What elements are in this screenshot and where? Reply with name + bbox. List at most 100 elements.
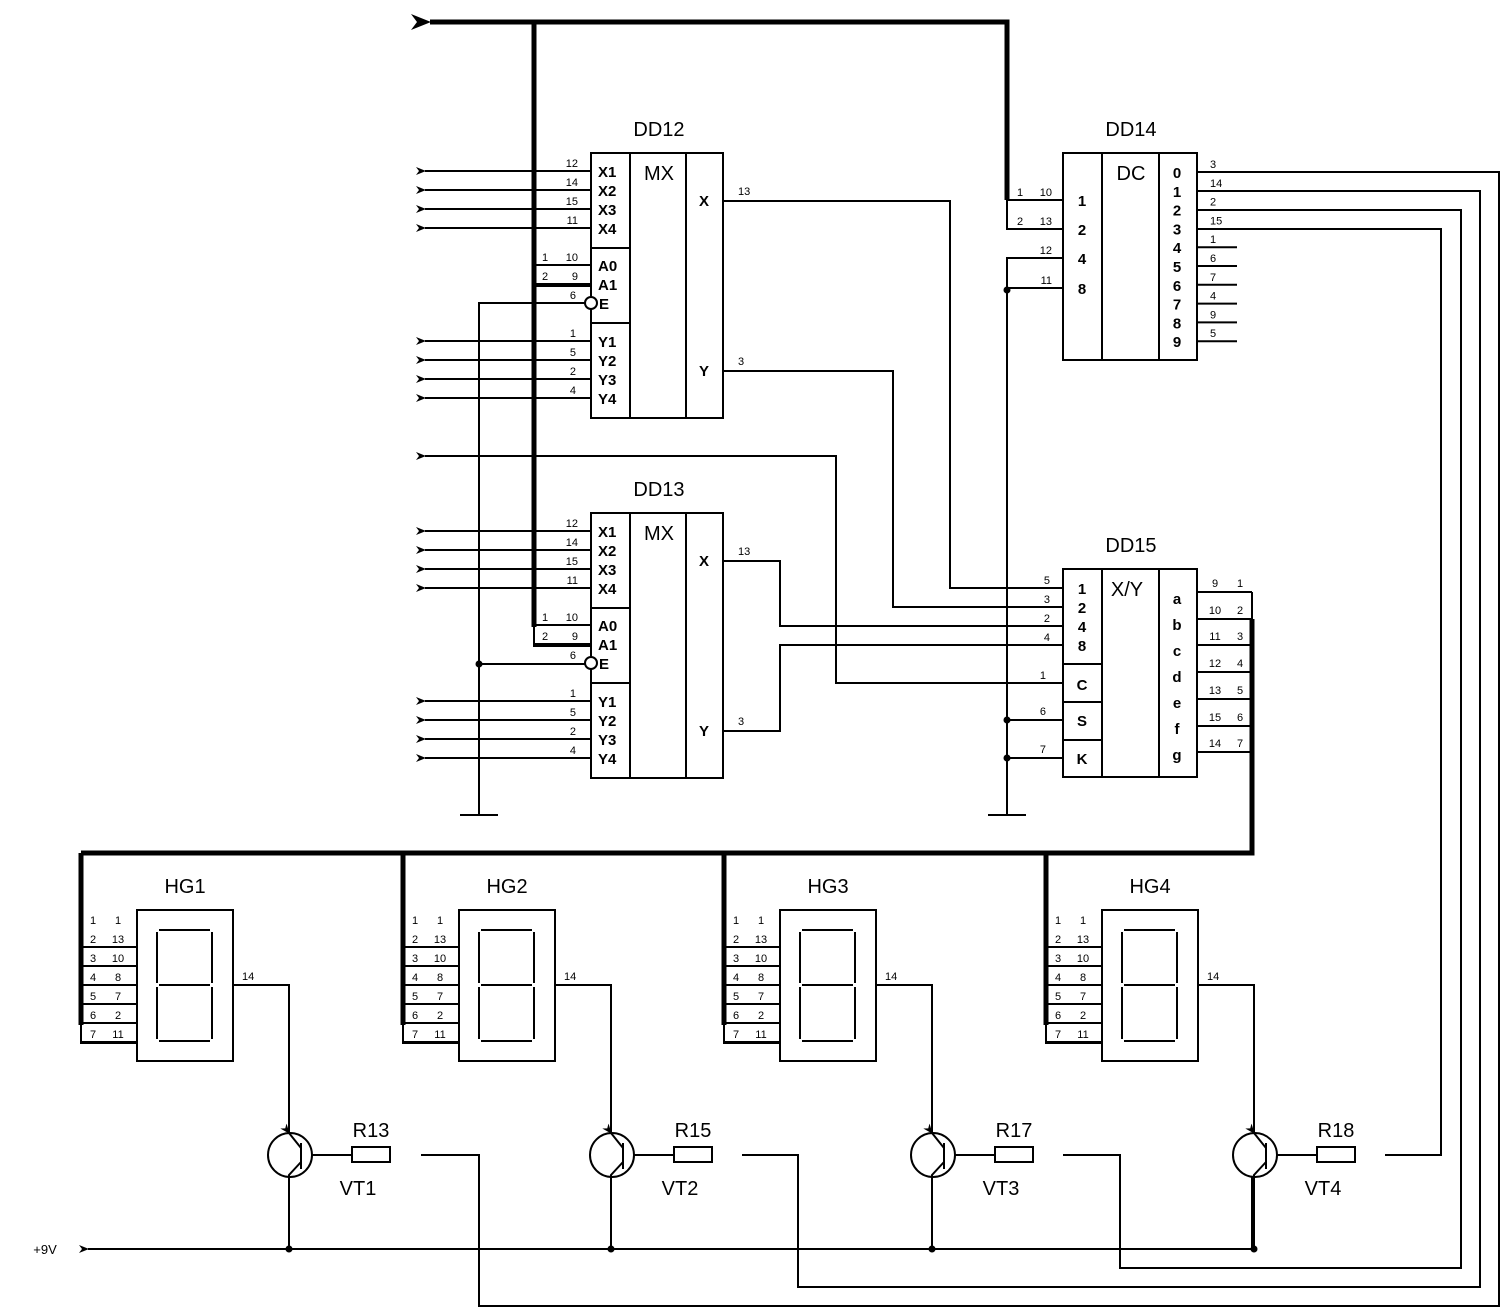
segment-label: b bbox=[1172, 617, 1181, 634]
junction-dot bbox=[1003, 754, 1011, 762]
resistor-r13 bbox=[351, 1146, 391, 1163]
a-pin-label: A0 bbox=[598, 618, 617, 635]
junction-dot bbox=[1003, 716, 1011, 724]
bus-number: 1 bbox=[542, 252, 548, 264]
segment-label: g bbox=[1172, 747, 1181, 764]
pin-number: 2 bbox=[570, 366, 576, 378]
pin-number: 1 bbox=[1080, 915, 1086, 927]
pin-number: 2 bbox=[758, 1010, 764, 1022]
bus-number: 6 bbox=[90, 1010, 96, 1022]
pin-number: 15 bbox=[566, 556, 578, 568]
output-label: 6 bbox=[1173, 278, 1181, 295]
resistor-r18 bbox=[1316, 1146, 1356, 1163]
bus-number: 4 bbox=[90, 972, 96, 984]
x-pin-label: X4 bbox=[598, 581, 617, 598]
pin-number: 12 bbox=[1209, 658, 1221, 670]
pin-number: 9 bbox=[1212, 578, 1218, 590]
pin-number: 6 bbox=[570, 290, 576, 302]
pin-number: 1 bbox=[115, 915, 121, 927]
output-label: 9 bbox=[1173, 334, 1181, 351]
pin-number: 2 bbox=[1080, 1010, 1086, 1022]
pin-number: 2 bbox=[437, 1010, 443, 1022]
resistor-r17 bbox=[994, 1146, 1034, 1163]
components bbox=[136, 152, 1356, 1249]
pin-number: 6 bbox=[570, 650, 576, 662]
pin-number: 9 bbox=[572, 271, 578, 283]
output-label: 1 bbox=[1173, 184, 1181, 201]
dd15-chip bbox=[1062, 568, 1198, 778]
transistor-vt3 bbox=[910, 1123, 956, 1249]
bus-number: 4 bbox=[1237, 658, 1243, 670]
pin-number: 14 bbox=[1210, 178, 1222, 190]
pin-number: 1 bbox=[570, 688, 576, 700]
out-x-label: X bbox=[699, 193, 709, 210]
pin-number: 10 bbox=[755, 953, 767, 965]
resistor-r15 bbox=[673, 1146, 713, 1163]
a-pin-label: A1 bbox=[598, 277, 617, 294]
y-pin-label: Y2 bbox=[598, 713, 616, 730]
dd14-out1 bbox=[742, 190, 1481, 1288]
pin-number: 5 bbox=[1210, 328, 1216, 340]
pin-number: 2 bbox=[115, 1010, 121, 1022]
pin-number: 13 bbox=[112, 934, 124, 946]
pin-number: 3 bbox=[1210, 159, 1216, 171]
pin-number: 6 bbox=[1210, 253, 1216, 265]
emitter bbox=[280, 1123, 302, 1149]
pin-number: 8 bbox=[115, 972, 121, 984]
output-label: 8 bbox=[1173, 315, 1181, 332]
display-ref: HG1 bbox=[164, 876, 205, 898]
bus-number: 2 bbox=[1017, 216, 1023, 228]
bus-number: 6 bbox=[412, 1010, 418, 1022]
dd12-y-to-dd15 bbox=[723, 370, 1063, 608]
out-y-label: Y bbox=[699, 723, 709, 740]
transistor-ref: VT3 bbox=[983, 1178, 1020, 1200]
bus-number: 3 bbox=[412, 953, 418, 965]
bus-number: 5 bbox=[1237, 685, 1243, 697]
wire bbox=[1006, 200, 1063, 230]
pin-number: 7 bbox=[437, 991, 443, 1003]
transistor-vt1 bbox=[267, 1123, 313, 1249]
pin-number: 13 bbox=[738, 186, 750, 198]
y-pin-label: Y4 bbox=[598, 391, 617, 408]
dd14-chip bbox=[1062, 152, 1198, 361]
dd12-body bbox=[590, 152, 724, 419]
display-ref: HG3 bbox=[807, 876, 848, 898]
bus-number: 6 bbox=[1237, 712, 1243, 724]
bus-number: 4 bbox=[412, 972, 418, 984]
dd12-chip bbox=[584, 152, 724, 419]
pin-number: 14 bbox=[564, 971, 576, 983]
segment-label: c bbox=[1173, 643, 1181, 660]
pin-number: 4 bbox=[570, 385, 576, 397]
pin-number: 11 bbox=[1209, 631, 1220, 643]
dd12-function: MX bbox=[644, 163, 674, 185]
pin-number: 11 bbox=[112, 1029, 123, 1041]
pin-number: 14 bbox=[566, 537, 578, 549]
dd13-x-to-dd15 bbox=[723, 560, 1063, 627]
output-label: 5 bbox=[1173, 259, 1181, 276]
pin-number: 1 bbox=[758, 915, 764, 927]
dd13-function: MX bbox=[644, 523, 674, 545]
x-pin-label: X1 bbox=[598, 164, 616, 181]
pin-number: 14 bbox=[885, 971, 897, 983]
dd15-ref: DD15 bbox=[1105, 535, 1156, 557]
input-label: 8 bbox=[1078, 638, 1086, 655]
pin-number: 1 bbox=[1040, 670, 1046, 682]
transistor-vt4 bbox=[1232, 1123, 1278, 1249]
collector bbox=[288, 1161, 302, 1249]
pin-number: 2 bbox=[570, 726, 576, 738]
dd13-body bbox=[590, 512, 724, 779]
wires bbox=[78, 14, 1500, 1307]
pin-number: 7 bbox=[115, 991, 121, 1003]
x-pin-label: X4 bbox=[598, 221, 617, 238]
dd14-out3 bbox=[1197, 228, 1442, 1156]
pin-number: 12 bbox=[566, 518, 578, 530]
e-pin-label: E bbox=[599, 296, 609, 313]
pin-number: 15 bbox=[1209, 712, 1221, 724]
pin-number: 2 bbox=[1210, 197, 1216, 209]
collector bbox=[1253, 1161, 1267, 1249]
pin-number: 14 bbox=[566, 177, 578, 189]
bus-number: 1 bbox=[90, 915, 96, 927]
pin-number: 1 bbox=[1210, 234, 1216, 246]
bus-number: 7 bbox=[90, 1029, 96, 1041]
segment-label: f bbox=[1175, 721, 1181, 738]
